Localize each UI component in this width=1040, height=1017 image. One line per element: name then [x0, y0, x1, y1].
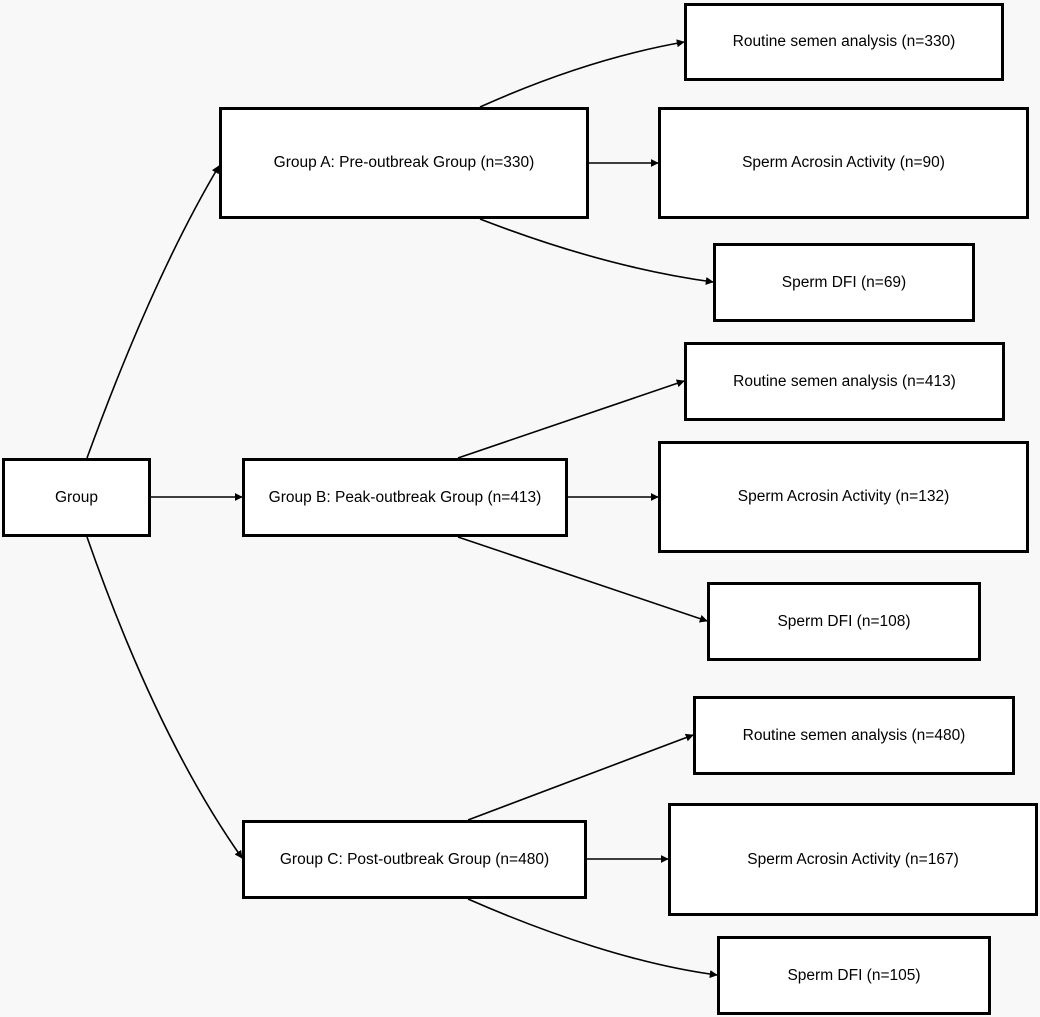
- root-node: Group: [2, 458, 151, 537]
- group-b-sperm-dfi-node: Sperm DFI (n=108): [707, 582, 981, 661]
- edge-group-a-to-dfi: [479, 218, 714, 285]
- group-a-routine-label: Routine semen analysis (n=330): [732, 33, 956, 50]
- edge-group-c-to-routine: [467, 733, 694, 821]
- group-c-acrosin-label: Sperm Acrosin Activity (n=167): [747, 850, 959, 868]
- group-b-node: Group B: Peak-outbreak Group (n=413): [242, 458, 568, 537]
- group-b-dfi-label: Sperm DFI (n=108): [777, 612, 911, 630]
- group-a-acrosin-label: Sperm Acrosin Activity (n=90): [742, 154, 945, 171]
- edge-root-to-group-c: [86, 536, 243, 859]
- group-c-dfi-label: Sperm DFI (n=105): [787, 966, 921, 984]
- edge-group-a-to-routine: [479, 39, 685, 108]
- group-a-sperm-dfi-node: Sperm DFI (n=69): [713, 243, 975, 322]
- group-a-node: Group A: Pre-outbreak Group (n=330): [219, 107, 589, 219]
- group-a-label: Group A: Pre-outbreak Group (n=330): [273, 154, 535, 171]
- root-label: Group: [54, 488, 99, 506]
- group-c-routine-semen-analysis-node: Routine semen analysis (n=480): [693, 696, 1015, 775]
- group-a-dfi-label: Sperm DFI (n=69): [781, 273, 907, 291]
- group-c-label: Group C: Post-outbreak Group (n=480): [279, 850, 550, 868]
- group-b-routine-label: Routine semen analysis (n=413): [733, 372, 956, 390]
- edge-root-to-group-a: [86, 165, 220, 459]
- edge-group-b-to-routine: [457, 379, 685, 459]
- edge-group-b-to-dfi: [457, 536, 708, 623]
- group-a-sperm-acrosin-activity-node: Sperm Acrosin Activity (n=90): [658, 107, 1029, 219]
- group-c-sperm-dfi-node: Sperm DFI (n=105): [717, 936, 991, 1015]
- group-a-routine-semen-analysis-node: Routine semen analysis (n=330): [684, 3, 1004, 81]
- group-b-acrosin-label: Sperm Acrosin Activity (n=132): [737, 488, 950, 505]
- group-c-sperm-acrosin-activity-node: Sperm Acrosin Activity (n=167): [668, 803, 1038, 916]
- group-c-node: Group C: Post-outbreak Group (n=480): [242, 820, 587, 899]
- group-b-sperm-acrosin-activity-node: Sperm Acrosin Activity (n=132): [658, 441, 1029, 553]
- group-b-routine-semen-analysis-node: Routine semen analysis (n=413): [684, 342, 1005, 421]
- group-b-label: Group B: Peak-outbreak Group (n=413): [268, 488, 542, 506]
- group-c-routine-label: Routine semen analysis (n=480): [742, 726, 966, 744]
- edge-group-c-to-dfi: [467, 898, 718, 979]
